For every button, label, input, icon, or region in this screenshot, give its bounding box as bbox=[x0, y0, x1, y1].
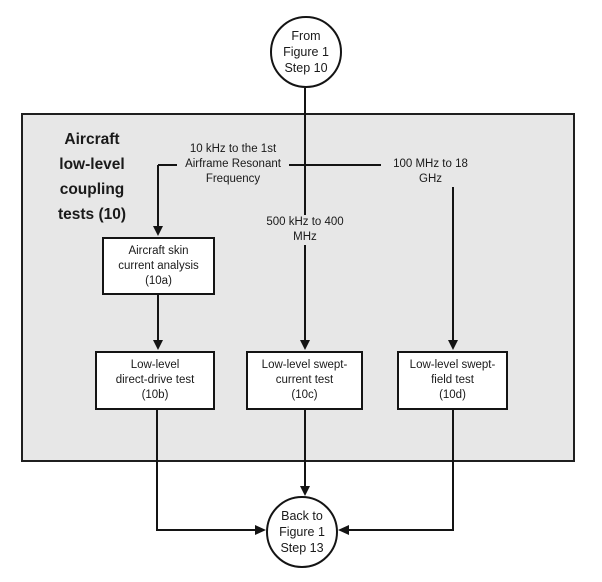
box-aircraft-skin-current-analysis: Aircraft skin current analysis (10a) bbox=[102, 237, 215, 295]
freq-label-airframe-resonant: 10 kHz to the 1st Airframe Resonant Freq… bbox=[177, 142, 289, 187]
box-low-level-swept-field-test: Low-level swept- field test (10d) bbox=[397, 351, 508, 410]
freq-label-100mhz-18ghz: 100 MHz to 18 GHz bbox=[381, 157, 480, 187]
end-node-back-figure1-step13: Back to Figure 1 Step 13 bbox=[266, 496, 338, 568]
arrowhead-into-10b bbox=[153, 340, 163, 350]
arrowhead-into-end-top bbox=[300, 486, 310, 496]
arrowhead-into-end-left bbox=[255, 525, 266, 535]
connector-10d-to-end bbox=[348, 410, 454, 531]
arrowhead-into-10d bbox=[448, 340, 458, 350]
connector-10b-to-end bbox=[156, 410, 256, 531]
start-node-from-figure1-step10: From Figure 1 Step 10 bbox=[270, 16, 342, 88]
box-low-level-swept-current-test: Low-level swept- current test (10c) bbox=[246, 351, 363, 410]
arrowhead-into-10a bbox=[153, 226, 163, 236]
freq-label-500khz-400mhz: 500 kHz to 400 MHz bbox=[253, 215, 357, 245]
arrowhead-into-end-right bbox=[338, 525, 349, 535]
arrowhead-into-10c bbox=[300, 340, 310, 350]
box-low-level-direct-drive-test: Low-level direct-drive test (10b) bbox=[95, 351, 215, 410]
group-title: Aircraft low-level coupling tests (10) bbox=[57, 131, 127, 223]
